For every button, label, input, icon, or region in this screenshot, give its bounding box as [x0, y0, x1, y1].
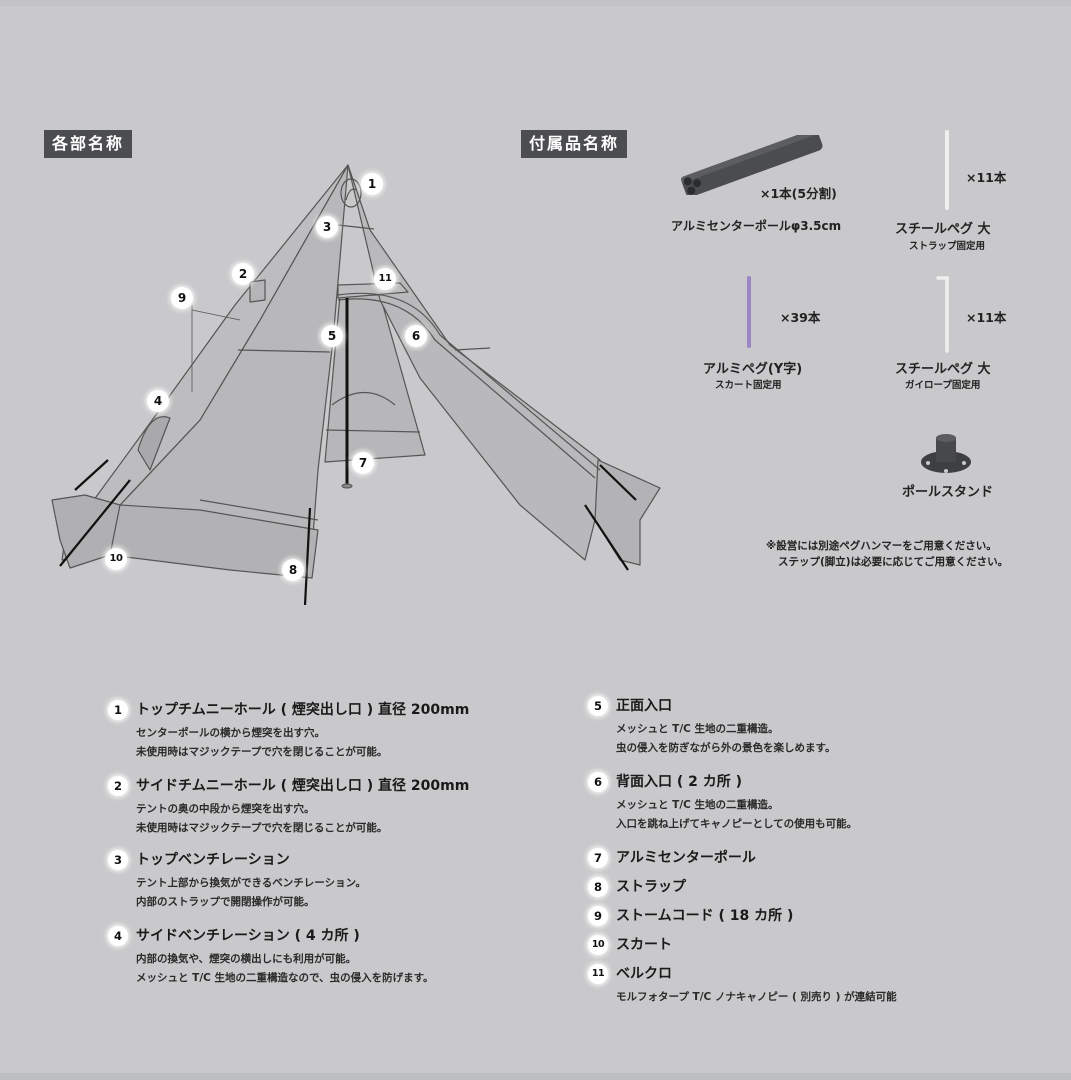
tent-diagram: [51, 164, 661, 606]
center-pole-qty: ×1本(5分割): [760, 186, 837, 201]
legend-desc-line: 未使用時はマジックテープで穴を閉じることが可能。: [136, 822, 388, 834]
legend-desc-line: テントの奥の中段から煙突を出す穴。: [136, 803, 315, 815]
steel-peg-guyrope-sub: ガイロープ固定用: [905, 380, 981, 391]
callout-3: 3: [316, 216, 338, 238]
callout-11: 11: [374, 268, 396, 290]
accessories-section-label: 付属品名称: [521, 130, 628, 158]
legend-title: サイドベンチレーション ( 4 カ所 ): [136, 928, 360, 944]
legend-desc-line: 入口を跳ね上げてキャノピーとしての使用も可能。: [616, 818, 858, 830]
steel-peg-guyrope-name: スチールペグ 大: [895, 362, 991, 377]
callout-2: 2: [232, 263, 254, 285]
legend-desc-line: 内部のストラップで開閉操作が可能。: [136, 896, 315, 908]
legend-desc-line: テント上部から換気ができるベンチレーション。: [136, 877, 366, 889]
callout-5: 5: [321, 325, 343, 347]
note-line-1: ※設営には別途ペグハンマーをご用意ください。: [766, 540, 997, 552]
legend-desc-line: 内部の換気や、煙突の横出しにも利用が可能。: [136, 953, 357, 965]
aluminum-peg-sub: スカート固定用: [715, 380, 782, 391]
top-edge-strip: [0, 0, 1071, 6]
steel-hook-peg-icon: [936, 276, 949, 353]
callout-8: 8: [282, 559, 304, 581]
steel-peg-strap-name: スチールペグ 大: [895, 222, 991, 237]
legend-title: 正面入口: [616, 698, 672, 714]
legend-badge: 10: [588, 935, 608, 955]
legend-title: アルミセンターポール: [616, 850, 756, 866]
legend-desc-line: 未使用時はマジックテープで穴を閉じることが可能。: [136, 746, 388, 758]
aluminum-peg-name: アルミペグ(Y字): [703, 362, 803, 377]
legend-badge: 2: [108, 776, 128, 796]
pole-stand-name: ポールスタンド: [902, 485, 994, 500]
callout-4: 4: [147, 390, 169, 412]
legend-badge: 8: [588, 877, 608, 897]
legend-desc: テントの奥の中段から煙突を出す穴。 未使用時はマジックテープで穴を閉じることが可…: [136, 800, 387, 838]
legend-desc-line: メッシュと T/C 生地の二重構造。: [616, 799, 779, 811]
legend-badge: 7: [588, 848, 608, 868]
legend-desc: センターポールの横から煙突を出す穴。 未使用時はマジックテープで穴を閉じることが…: [136, 724, 387, 762]
legend-desc: テント上部から換気ができるベンチレーション。 内部のストラップで開閉操作が可能。: [136, 874, 366, 912]
legend-desc: メッシュと T/C 生地の二重構造。 入口を跳ね上げてキャノピーとしての使用も可…: [616, 796, 857, 834]
legend-badge: 9: [588, 906, 608, 926]
legend-badge: 5: [588, 696, 608, 716]
legend-title: ベルクロ: [616, 966, 672, 982]
legend-badge: 4: [108, 926, 128, 946]
callout-9: 9: [171, 287, 193, 309]
legend-desc: モルフォタープ T/C ノナキャノピー ( 別売り ) が連結可能: [616, 988, 897, 1007]
legend-desc: 内部の換気や、煙突の横出しにも利用が可能。 メッシュと T/C 生地の二重構造な…: [136, 950, 434, 988]
legend-badge: 1: [108, 700, 128, 720]
legend-desc-line: 虫の侵入を防ぎながら外の景色を楽しめます。: [616, 742, 836, 754]
legend-title: トップベンチレーション: [136, 852, 290, 868]
legend-desc-line: メッシュと T/C 生地の二重構造なので、虫の侵入を防げます。: [136, 972, 434, 984]
aluminum-peg-icon: [747, 276, 751, 348]
center-pole-name: アルミセンターポールφ3.5cm: [671, 219, 842, 233]
callout-1: 1: [361, 173, 383, 195]
legend-desc: メッシュと T/C 生地の二重構造。 虫の侵入を防ぎながら外の景色を楽しめます。: [616, 720, 835, 758]
steel-peg-strap-qty: ×11本: [966, 170, 1007, 185]
legend-title: ストラップ: [616, 879, 686, 895]
note-line-2: ステップ(脚立)は必要に応じてご用意ください。: [778, 556, 1009, 568]
legend-title: 背面入口 ( 2 カ所 ): [616, 774, 743, 790]
legend-title: スカート: [616, 937, 672, 953]
bottom-edge-strip: [0, 1073, 1071, 1080]
legend-badge: 11: [588, 964, 608, 984]
legend-title: サイドチムニーホール ( 煙突出し口 ) 直径 200mm: [136, 778, 470, 794]
pole-stand-icon: [921, 434, 971, 473]
callout-7: 7: [352, 452, 374, 474]
steel-peg-strap-sub: ストラップ固定用: [909, 241, 986, 252]
callout-6: 6: [405, 325, 427, 347]
legend-badge: 6: [588, 772, 608, 792]
callout-10: 10: [105, 548, 127, 570]
legend-desc-line: センターポールの横から煙突を出す穴。: [136, 727, 325, 739]
legend-title: トップチムニーホール ( 煙突出し口 ) 直径 200mm: [136, 702, 470, 718]
parts-section-label: 各部名称: [44, 130, 133, 158]
legend-title: ストームコード ( 18 カ所 ): [616, 908, 794, 924]
steel-peg-guyrope-qty: ×11本: [966, 310, 1007, 325]
legend-badge: 3: [108, 850, 128, 870]
legend-desc-line: モルフォタープ T/C ノナキャノピー ( 別売り ) が連結可能: [616, 991, 897, 1003]
steel-peg-icon: [945, 130, 949, 210]
legend-desc-line: メッシュと T/C 生地の二重構造。: [616, 723, 779, 735]
aluminum-peg-qty: ×39本: [780, 310, 821, 325]
center-pole-icon: [680, 135, 823, 195]
